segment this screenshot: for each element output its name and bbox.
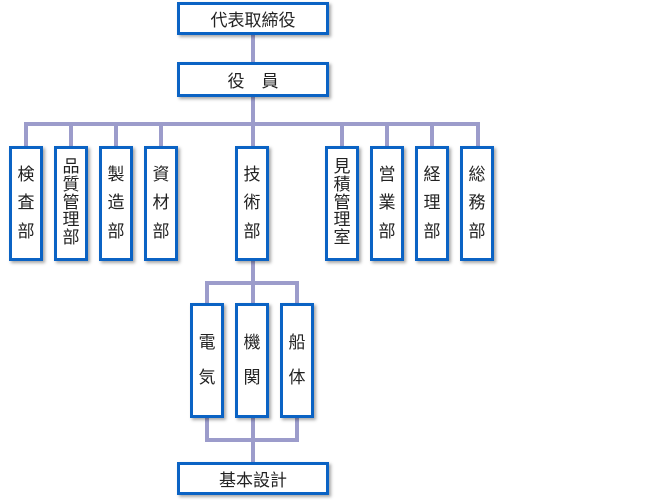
- label-char: 部: [378, 221, 396, 242]
- ceo-label: 代表取締役: [210, 11, 296, 31]
- label-char: 査: [17, 193, 35, 213]
- connector-tech-down: [251, 259, 255, 285]
- connector-drop: [159, 122, 163, 148]
- connector-drop: [24, 122, 28, 148]
- connector-rise: [295, 416, 299, 442]
- connector-officers-down: [251, 96, 255, 124]
- label-char: 部: [152, 221, 170, 242]
- connector-rise: [205, 416, 209, 442]
- connector-drop: [476, 122, 480, 148]
- officers-label: 役 員: [227, 72, 279, 92]
- label-char: 技: [243, 164, 261, 185]
- dept-inspection: 検査部: [9, 146, 43, 261]
- label-char: 部: [468, 221, 486, 242]
- label-char: 業: [378, 193, 396, 213]
- label-char: 見: [333, 156, 351, 177]
- label-char: 管: [333, 192, 351, 213]
- label-char: 術: [243, 193, 261, 213]
- dept-materials: 資材部: [144, 146, 178, 261]
- label-char: 経: [423, 164, 441, 185]
- label-char: 船: [288, 332, 306, 353]
- dept-quality-control: 品質管理部: [54, 146, 88, 261]
- label-char: 関: [243, 367, 261, 388]
- section-engine: 機関: [235, 303, 269, 418]
- label-char: 検: [17, 164, 35, 185]
- dept-accounting: 経理部: [415, 146, 449, 261]
- label-char: 部: [62, 228, 80, 249]
- label-char: 質: [62, 174, 80, 195]
- label-char: 機: [243, 332, 261, 353]
- label-char: 積: [333, 174, 351, 195]
- dept-sales: 営業部: [370, 146, 404, 261]
- connector-drop: [114, 122, 118, 148]
- basic-design-label: 基本設計: [219, 471, 287, 491]
- label-char: 総: [468, 164, 486, 185]
- section-electrical: 電気: [190, 303, 224, 418]
- label-char: 気: [198, 367, 216, 388]
- connector-section-bar-bottom: [205, 438, 299, 442]
- label-char: 室: [333, 228, 351, 249]
- dept-estimation-office: 見積管理室: [325, 146, 359, 261]
- connector-drop: [251, 281, 255, 305]
- label-char: 部: [107, 221, 125, 242]
- basic-design-box: 基本設計: [177, 462, 329, 495]
- label-char: 造: [107, 193, 125, 213]
- label-char: 体: [288, 367, 306, 388]
- label-char: 理: [62, 210, 80, 231]
- connector-drop: [385, 122, 389, 148]
- dept-manufacturing: 製造部: [99, 146, 133, 261]
- label-char: 理: [423, 193, 441, 213]
- label-char: 材: [152, 193, 170, 213]
- connector-drop: [69, 122, 73, 148]
- connector-drop: [251, 122, 255, 148]
- connector-top-officers: [251, 34, 255, 64]
- label-char: 電: [198, 332, 216, 353]
- label-char: 品: [62, 156, 80, 177]
- dept-general-affairs: 総務部: [460, 146, 494, 261]
- label-char: 管: [62, 192, 80, 213]
- label-char: 務: [468, 193, 486, 213]
- label-char: 営: [378, 164, 396, 185]
- section-hull: 船体: [280, 303, 314, 418]
- label-char: 資: [152, 164, 170, 185]
- label-char: 製: [107, 164, 125, 185]
- connector-drop: [205, 281, 209, 305]
- officers-box: 役 員: [177, 62, 329, 97]
- dept-engineering: 技術部: [235, 146, 269, 261]
- label-char: 部: [17, 221, 35, 242]
- connector-drop: [430, 122, 434, 148]
- label-char: 部: [243, 221, 261, 242]
- ceo-box: 代表取締役: [177, 2, 329, 35]
- connector-drop: [340, 122, 344, 148]
- label-char: 理: [333, 210, 351, 231]
- label-char: 部: [423, 221, 441, 242]
- connector-drop: [295, 281, 299, 305]
